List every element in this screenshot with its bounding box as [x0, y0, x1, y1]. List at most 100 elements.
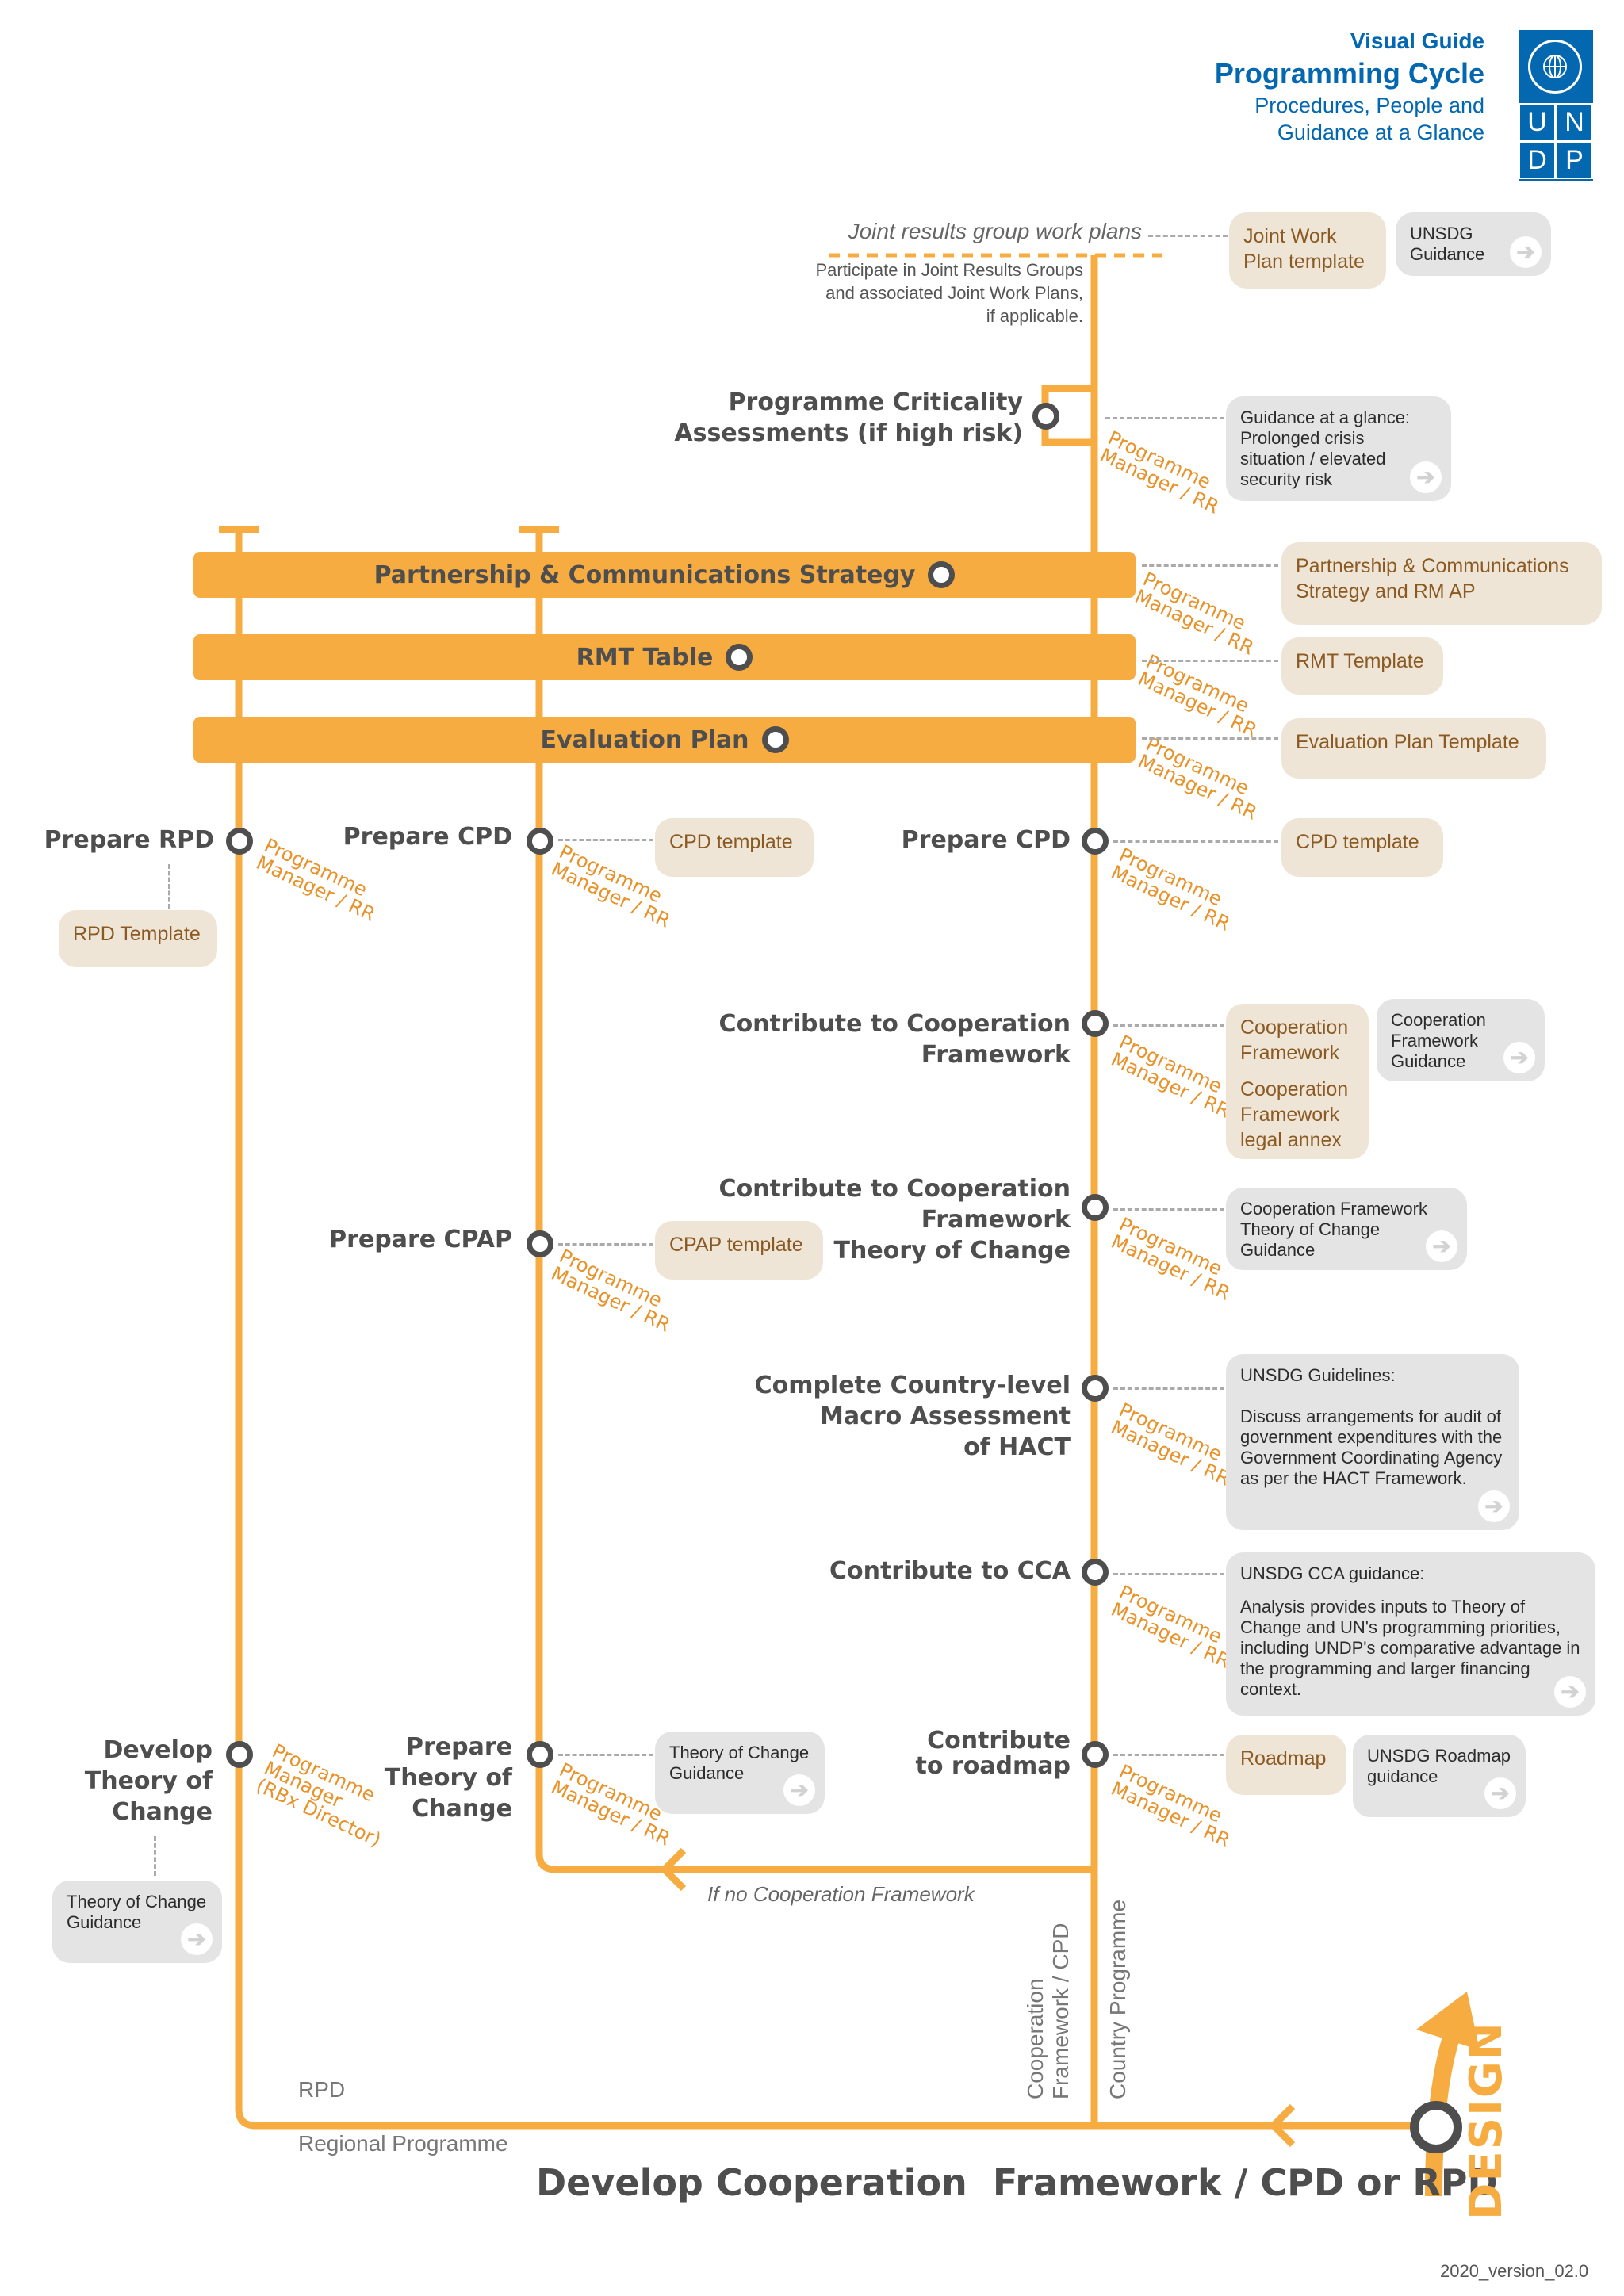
hact-label-3: of HACT — [963, 1433, 1071, 1461]
visual-guide-label: Visual Guide — [1350, 29, 1484, 53]
contribute-cf-toc-label-3: Theory of Change — [833, 1237, 1071, 1265]
cpd-template-left[interactable]: CPD template — [655, 818, 814, 877]
page-subtitle-1: Procedures, People and — [1254, 94, 1484, 117]
cooperation-framework-legal-annex-link[interactable]: Cooperation Framework legal annex — [1240, 1078, 1349, 1151]
cpd-template-main[interactable]: CPD template — [1281, 818, 1443, 877]
hact-guidance-card[interactable]: UNSDG Guidelines: Discuss arrangements f… — [1226, 1354, 1519, 1530]
prepare-rpd-node[interactable] — [226, 828, 253, 859]
arrow-right-icon: ➔ — [1426, 1230, 1457, 1262]
unsdg-guidance-label: UNSDG Guidance — [1410, 224, 1485, 264]
develop-toc-label-2: Theory of — [84, 1767, 213, 1795]
connector-dash — [1113, 840, 1278, 843]
arrow-right-icon: ➔ — [1503, 1042, 1535, 1073]
contribute-cca-step: Contribute to CCA — [829, 1557, 1071, 1585]
design-start-node[interactable] — [1410, 2101, 1462, 2153]
cpap-template[interactable]: CPAP template — [655, 1221, 823, 1280]
contribute-cf-toc-step: Contribute to Cooperation Framework Theo… — [650, 1173, 1071, 1266]
cpd-toc-guidance-card[interactable]: Theory of Change Guidance ➔ — [655, 1732, 825, 1814]
connector-dash — [558, 1754, 653, 1756]
partnership-strategy-template[interactable]: Partnership & Communications Strategy an… — [1281, 542, 1602, 625]
cf-cpd-vertical-label: Cooperation Framework / CPD — [1023, 1838, 1074, 2099]
jrg-note-line-1: Participate in Joint Results Groups — [815, 260, 1084, 280]
design-phase-label: DESIGN — [1461, 2021, 1512, 2220]
evaluation-plan-title: Evaluation Plan — [540, 725, 749, 754]
cca-guidance-title: UNSDG CCA guidance: — [1240, 1563, 1425, 1583]
roadmap-label-1: Contribute — [927, 1727, 1071, 1755]
prepare-toc-label-2: Theory of — [384, 1764, 512, 1792]
prepare-cpap-node[interactable] — [527, 1230, 553, 1261]
contribute-cca-node[interactable] — [1082, 1559, 1109, 1590]
criticality-label-1: Programme Criticality — [728, 388, 1023, 416]
cpd-toc-guidance-text: Theory of Change Guidance — [669, 1743, 810, 1783]
cf-toc-guidance-card[interactable]: Cooperation Framework Theory of Change G… — [1226, 1188, 1467, 1270]
prepare-cpd-main-step: Prepare CPD — [901, 826, 1071, 854]
criticality-node[interactable] — [1032, 403, 1059, 434]
prepare-toc-node[interactable] — [527, 1741, 553, 1772]
regional-programme-label: Regional Programme — [298, 2131, 508, 2156]
evaluation-plan-bar[interactable]: Evaluation Plan — [193, 717, 1136, 763]
evaluation-plan-template[interactable]: Evaluation Plan Template — [1281, 718, 1546, 779]
joint-work-plan-template[interactable]: Joint Work Plan template — [1229, 212, 1386, 289]
prepare-toc-label-1: Prepare — [406, 1733, 512, 1761]
cca-guidance-body: Analysis provides inputs to Theory of Ch… — [1240, 1597, 1580, 1699]
unsdg-guidance-card[interactable]: UNSDG Guidance ➔ — [1396, 212, 1551, 276]
arrow-right-icon: ➔ — [181, 1923, 213, 1955]
prepare-cpd-left-node[interactable] — [527, 828, 553, 859]
hact-node[interactable] — [1082, 1375, 1109, 1406]
logo-letter-n: N — [1556, 103, 1593, 141]
connector-dash — [1113, 1208, 1224, 1211]
jrg-note-line-2: and associated Joint Work Plans, — [825, 283, 1083, 303]
partnership-strategy-title: Partnership & Communications Strategy — [373, 561, 916, 589]
contribute-roadmap-node[interactable] — [1082, 1741, 1109, 1772]
logo-letter-u: U — [1519, 103, 1556, 141]
jrg-note: Participate in Joint Results Groups and … — [714, 258, 1084, 327]
rpd-toc-guidance-card[interactable]: Theory of Change Guidance ➔ — [52, 1881, 222, 1963]
country-programme-vertical-label: Country Programme — [1105, 1899, 1130, 2099]
cf-guidance-card[interactable]: Cooperation Framework Guidance ➔ — [1377, 999, 1545, 1081]
prepare-rpd-step: Prepare RPD — [44, 826, 214, 854]
jrg-label: Joint results group work plans — [848, 219, 1142, 243]
roadmap-template[interactable]: Roadmap — [1226, 1735, 1346, 1795]
rmt-template[interactable]: RMT Template — [1281, 637, 1443, 695]
jrg-note-line-3: if applicable. — [986, 306, 1083, 326]
contribute-cf-node[interactable] — [1082, 1010, 1109, 1041]
connector-dash — [1148, 235, 1228, 237]
un-emblem-icon — [1528, 40, 1582, 94]
contribute-cf-toc-node[interactable] — [1082, 1194, 1109, 1225]
connector-dash — [1142, 737, 1278, 740]
connector-dash — [1113, 1573, 1224, 1575]
cooperation-framework-link[interactable]: Cooperation Framework — [1240, 1016, 1349, 1064]
connector-dash — [558, 1243, 653, 1246]
rmt-table-node — [726, 644, 753, 671]
arrow-right-icon: ➔ — [1510, 236, 1542, 268]
rpd-template[interactable]: RPD Template — [59, 910, 217, 967]
connector-dash — [1113, 1024, 1224, 1027]
logo-letter-p: P — [1556, 141, 1593, 179]
rpd-toc-guidance-text: Theory of Change Guidance — [67, 1892, 207, 1932]
roadmap-label-2: to roadmap — [915, 1752, 1071, 1780]
criticality-guidance-card[interactable]: Guidance at a glance: Prolonged crisis s… — [1226, 396, 1451, 501]
prepare-toc-label-3: Change — [412, 1795, 512, 1823]
rmt-table-bar[interactable]: RMT Table — [193, 634, 1136, 680]
cooperation-framework-docs[interactable]: Cooperation Framework Cooperation Framew… — [1226, 1004, 1369, 1159]
arrow-right-icon: ➔ — [1478, 1490, 1510, 1522]
connector-dash — [1113, 1754, 1224, 1756]
connector-dash — [168, 864, 170, 909]
if-no-cooperation-framework-label: If no Cooperation Framework — [707, 1882, 975, 1906]
prepare-toc-step: Prepare Theory of Change — [333, 1732, 512, 1824]
header-titles: Visual Guide Programming Cycle Procedure… — [1009, 27, 1484, 146]
connector-dash — [154, 1836, 156, 1876]
prepare-cpd-main-node[interactable] — [1082, 828, 1109, 859]
partnership-strategy-bar[interactable]: Partnership & Communications Strategy — [193, 552, 1136, 598]
contribute-roadmap-step: Contribute to roadmap — [793, 1728, 1071, 1779]
roadmap-guidance-card[interactable]: UNSDG Roadmap guidance ➔ — [1353, 1735, 1526, 1817]
connector-dash — [1142, 660, 1278, 662]
cca-guidance-card[interactable]: UNSDG CCA guidance: Analysis provides in… — [1226, 1552, 1595, 1716]
contribute-cf-step: Contribute to Cooperation Framework — [650, 1008, 1071, 1070]
connector-dash — [558, 839, 653, 841]
develop-toc-label-1: Develop — [103, 1736, 213, 1764]
criticality-guidance-text: Guidance at a glance: Prolonged crisis s… — [1240, 408, 1411, 489]
arrow-right-icon: ➔ — [1484, 1777, 1516, 1809]
develop-toc-node[interactable] — [226, 1741, 253, 1772]
